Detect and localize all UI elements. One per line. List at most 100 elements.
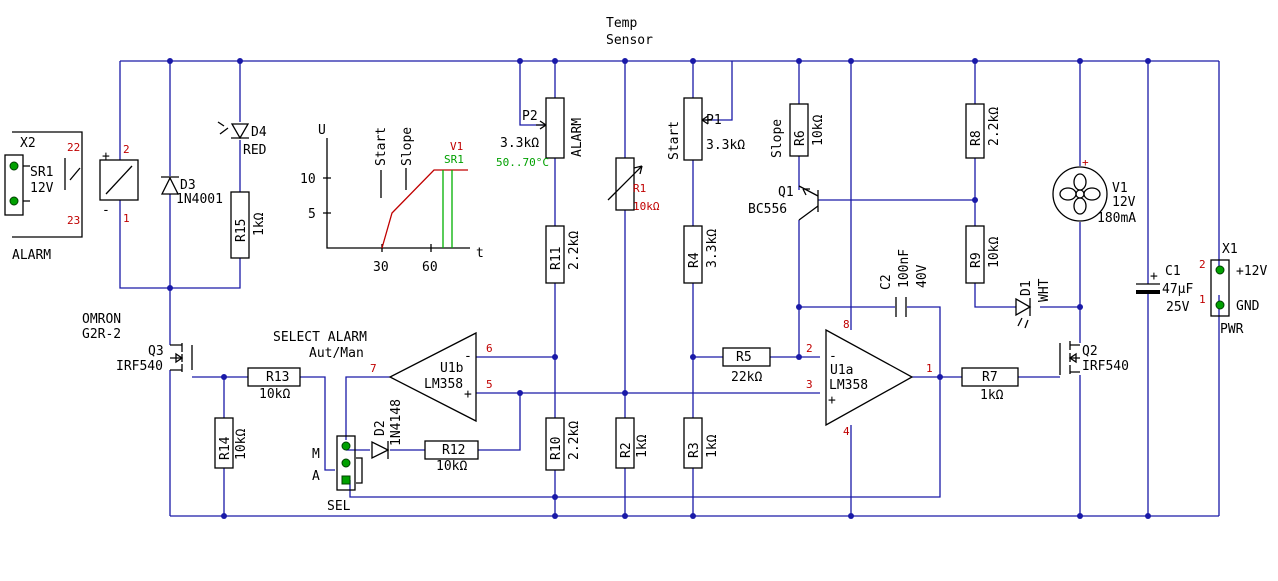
u1b-pin5: 5 [486,378,493,391]
r2-resistor: R2 1kΩ [615,417,650,469]
x1-ref: X1 [1222,242,1238,257]
x1-pin1: 1 [1199,293,1206,306]
d4-value: RED [243,143,267,158]
x2-connector: X2 SR1 12V 22 23 ALARM [4,131,83,263]
graph-sr1: SR1 [444,153,464,166]
r4-resistor: R4 3.3kΩ [683,225,720,284]
r3-ref: R3 [687,442,702,458]
sr1-ref: SR1 [30,165,53,180]
d1-led: D1 WHT [1015,278,1052,329]
u1a-plus: + [828,393,836,408]
q2-ref: Q2 [1082,344,1098,359]
r5-resistor: R5 22kΩ [722,347,771,385]
r6-value: 10kΩ [811,115,826,146]
q2-mosfet: Q2 IRF540 [1059,341,1129,375]
r3-resistor: R3 1kΩ [683,417,720,469]
select-line2: Aut/Man [309,346,364,361]
c1-plus: + [1150,269,1158,284]
r8-value: 2.2kΩ [987,107,1002,146]
q1-transistor: Q1 BC556 [748,185,819,221]
select-m: M [312,447,320,462]
r14-resistor: R14 10kΩ [214,417,249,469]
c1-value: 47µF [1162,282,1193,297]
x2-pin-22: 22 [67,141,80,154]
c2-volt: 40V [915,264,930,288]
d4-led: D4 RED [217,121,267,158]
p2-potentiometer: P2 3.3kΩ 50..70°C ALARM [496,97,585,169]
r15-ref: R15 [234,219,249,242]
r10-resistor: R10 2.2kΩ [545,417,582,471]
d2-value: 1N4148 [389,399,404,446]
r1-thermistor: R1 10kΩ [607,157,660,213]
r6-resistor: R6 10kΩ Slope [770,103,826,158]
r7-value: 1kΩ [980,388,1004,403]
q1-ref: Q1 [778,185,794,200]
q3-ref: Q3 [148,344,164,359]
graph-start: Start [374,127,389,166]
select-switch: SELECT ALARM Aut/Man M A SEL [273,330,367,514]
r10-value: 2.2kΩ [567,421,582,460]
select-a: A [312,469,320,484]
r8-ref: R8 [969,130,984,146]
relay-plus: + [102,149,110,164]
x1-gnd: GND [1236,299,1260,314]
relay-minus: - [102,203,110,218]
u1b-pin7: 7 [370,362,377,375]
x2-pin-23: 23 [67,214,80,227]
u1b-ref: U1b [440,361,464,376]
r13-value: 10kΩ [259,387,290,402]
select-ref: SEL [327,499,351,514]
r11-value: 2.2kΩ [567,231,582,270]
u1b-value: LM358 [424,377,463,392]
p1-potentiometer: P1 3.3kΩ Start [667,97,745,161]
u1a-pin1: 1 [926,362,933,375]
v1-current: 180mA [1097,211,1136,226]
c2-capacitor: C2 100nF 40V [879,249,930,317]
r4-value: 3.3kΩ [705,229,720,268]
u1a-pin8: 8 [843,318,850,331]
r11-resistor: R11 2.2kΩ [545,225,582,284]
u1b-minus: - [464,349,472,364]
r6-label: Slope [770,119,785,158]
u1a-pin4: 4 [843,425,850,438]
x1-vplus: +12V [1236,264,1267,279]
c2-value: 100nF [897,249,912,288]
wires [119,60,1220,517]
r7-resistor: R7 1kΩ [961,367,1019,403]
r1-value: 10kΩ [633,200,660,213]
c2-ref: C2 [879,274,894,290]
graph-ylabel: U [318,123,326,138]
u1b-pin6: 6 [486,342,493,355]
d4-ref: D4 [251,125,267,140]
relay-coil: + - 2 1 OMRON G2R-2 [82,143,139,342]
relay-model: G2R-2 [82,327,121,342]
v1-load: + V1 12V 180mA [1052,156,1136,226]
r5-ref: R5 [736,350,752,365]
p2-value: 3.3kΩ [500,136,539,151]
x1-pin2: 2 [1199,258,1206,271]
r9-ref: R9 [969,252,984,268]
r2-ref: R2 [619,442,634,458]
r7-ref: R7 [982,370,998,385]
sr1-volt: 12V [30,181,54,196]
d3-ref: D3 [180,178,196,193]
graph-y5: 5 [308,207,316,222]
r5-value: 22kΩ [731,370,762,385]
u1a-minus: - [829,349,837,364]
select-line1: SELECT ALARM [273,330,367,345]
d3-value: 1N4001 [176,192,223,207]
r12-ref: R12 [442,443,465,458]
r10-ref: R10 [549,437,564,460]
graph-x60: 60 [422,260,438,275]
p1-label: Start [667,121,682,160]
u1a-pin3: 3 [806,378,813,391]
r14-ref: R14 [218,436,233,460]
d3-diode: D3 1N4001 [160,176,223,207]
graph-slope: Slope [400,127,415,166]
x2-label: ALARM [12,248,51,263]
graph-v1: V1 [450,140,463,153]
q2-value: IRF540 [1082,359,1129,374]
r13-resistor: R13 10kΩ [247,367,301,402]
